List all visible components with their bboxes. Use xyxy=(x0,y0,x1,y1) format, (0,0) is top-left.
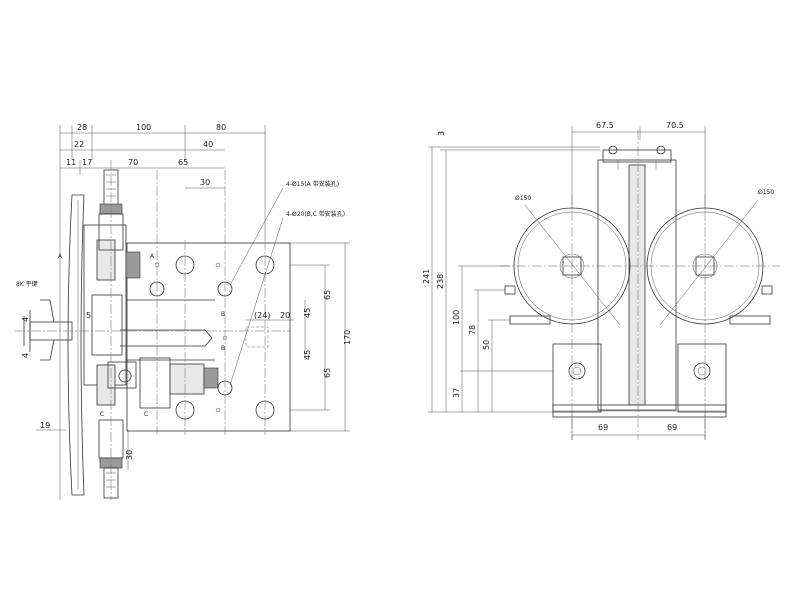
dim-65: 65 xyxy=(178,158,188,167)
section-mark-b2: B xyxy=(221,345,225,352)
left-base-block xyxy=(552,343,602,413)
dim-left-5: 5 xyxy=(86,311,91,320)
note-hole-a: 4-Ø15(A 带安装孔) xyxy=(286,180,339,188)
dim-left-4-bottom: 4 xyxy=(21,353,30,358)
dim-241: 241 xyxy=(422,269,431,284)
dim-right-45-bottom: 45 xyxy=(303,350,312,360)
dim-left-19: 19 xyxy=(40,421,50,430)
dim-78: 78 xyxy=(468,325,477,335)
dim-24: (24) xyxy=(254,311,270,320)
right-view: 67.5 70.5 3 Ø150 Ø150 241 238 100 78 50 … xyxy=(422,121,780,440)
handwheel-edge xyxy=(67,194,85,496)
dim-67-5: 67.5 xyxy=(596,121,614,130)
diameter-right: Ø150 xyxy=(758,189,774,196)
diameter-left: Ø150 xyxy=(515,195,531,202)
section-mark-a1: A xyxy=(58,253,63,260)
mounting-plate xyxy=(126,242,291,432)
dim-17: 17 xyxy=(82,158,92,167)
left-view: 28 100 80 22 40 11 17 70 65 30 4-Ø15(A 带… xyxy=(15,123,352,500)
note-hole-bc: 4-Ø20(B,C 带安装孔) xyxy=(286,210,345,218)
dim-70-5: 70.5 xyxy=(666,121,684,130)
dim-80: 80 xyxy=(216,123,226,132)
dim-11: 11 xyxy=(66,158,76,167)
dim-40: 40 xyxy=(203,140,213,149)
dim-100: 100 xyxy=(136,123,151,132)
dim-69-left: 69 xyxy=(598,423,608,432)
dim-69-right: 69 xyxy=(667,423,677,432)
dim-right-45-top: 45 xyxy=(303,308,312,318)
section-mark-b1: B xyxy=(221,311,225,318)
section-mark-a2: A xyxy=(150,253,155,260)
dim-right-65-bottom: 65 xyxy=(323,368,332,378)
dim-28: 28 xyxy=(77,123,87,132)
section-mark-c1: C xyxy=(100,411,104,418)
right-base-block xyxy=(677,343,727,413)
dim-20: 20 xyxy=(280,311,290,320)
dim-70: 70 xyxy=(128,158,138,167)
dim-right-65-top: 65 xyxy=(323,290,332,300)
dim-238: 238 xyxy=(436,274,445,289)
dim-50: 50 xyxy=(482,340,491,350)
dim-30: 30 xyxy=(200,178,210,187)
dim-3: 3 xyxy=(437,131,446,136)
dim-left-4-top: 4 xyxy=(21,317,30,322)
shaft-key-label: 8K 平键 xyxy=(16,280,38,288)
dim-37: 37 xyxy=(452,388,461,398)
section-mark-c2: C xyxy=(144,411,148,418)
dim-right-170: 170 xyxy=(343,330,352,345)
dim-22: 22 xyxy=(74,140,84,149)
dim-bottom-30: 30 xyxy=(125,450,134,460)
dim-100-right: 100 xyxy=(452,310,461,325)
